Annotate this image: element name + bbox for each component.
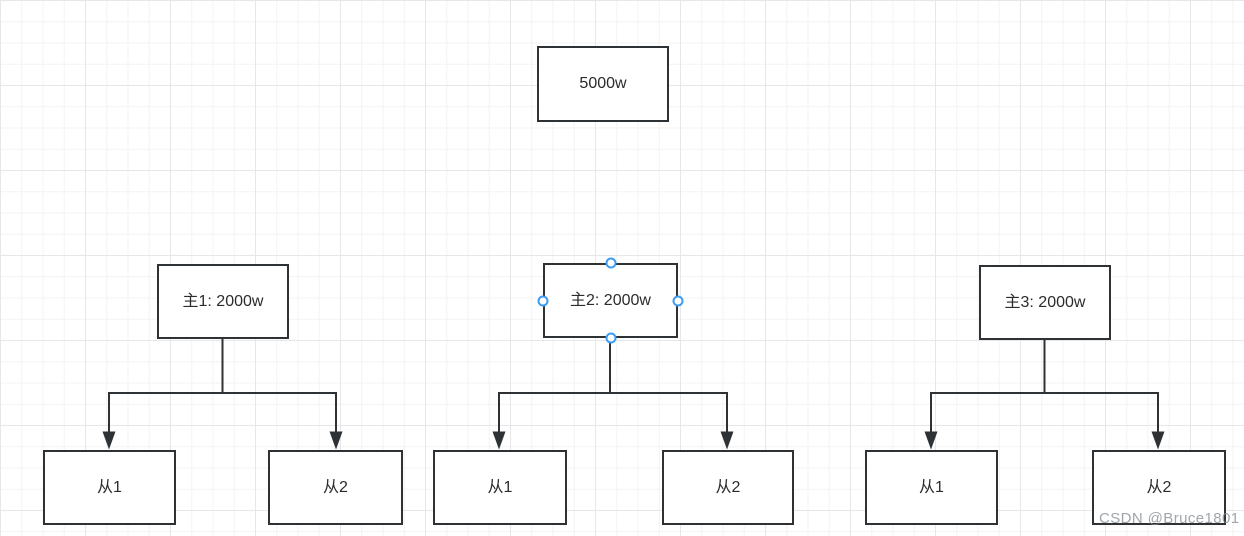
node-slave-2-1[interactable]: 从1	[433, 450, 567, 525]
node-slave-3-1[interactable]: 从1	[865, 450, 998, 525]
arrowhead-down	[492, 431, 506, 450]
selection-handle-left[interactable]	[537, 295, 549, 306]
node-master-3-label: 主3: 2000w	[1004, 293, 1086, 311]
node-total[interactable]: 5000w	[537, 46, 669, 122]
arrowhead-down	[924, 431, 938, 450]
arrowhead-down	[329, 431, 343, 450]
node-slave-3-2-label: 从2	[1146, 478, 1172, 496]
arrowhead-down	[102, 431, 116, 450]
node-slave-2-1-label: 从1	[487, 478, 513, 496]
arrowhead-down	[1151, 431, 1165, 450]
watermark: CSDN @Bruce1801	[1099, 510, 1240, 527]
node-total-label: 5000w	[579, 75, 627, 93]
edge-tree-group-3[interactable]	[924, 340, 1165, 450]
node-slave-2-2[interactable]: 从2	[662, 450, 794, 525]
node-master-2-label: 主2: 2000w	[570, 291, 651, 309]
node-master-2[interactable]: 主2: 2000w	[537, 257, 684, 344]
node-slave-3-1-label: 从1	[919, 478, 944, 496]
arrowhead-down	[720, 431, 734, 450]
node-slave-1-1[interactable]: 从1	[43, 450, 176, 525]
node-slave-3-2[interactable]: 从2	[1092, 450, 1226, 525]
node-master-1[interactable]: 主1: 2000w	[157, 264, 289, 339]
node-slave-1-2[interactable]: 从2	[268, 450, 403, 525]
node-master-3[interactable]: 主3: 2000w	[979, 265, 1111, 340]
edge-tree-group-2[interactable]	[492, 338, 734, 450]
edge-tree-group-1[interactable]	[102, 339, 343, 450]
node-slave-1-2-label: 从2	[323, 478, 348, 496]
selection-handle-top[interactable]	[605, 257, 616, 269]
node-slave-1-1-label: 从1	[97, 478, 122, 496]
node-slave-2-2-label: 从2	[715, 478, 741, 496]
node-master-1-label: 主1: 2000w	[182, 292, 264, 310]
selection-handle-right[interactable]	[672, 295, 684, 306]
selection-handle-bottom[interactable]	[605, 332, 616, 344]
